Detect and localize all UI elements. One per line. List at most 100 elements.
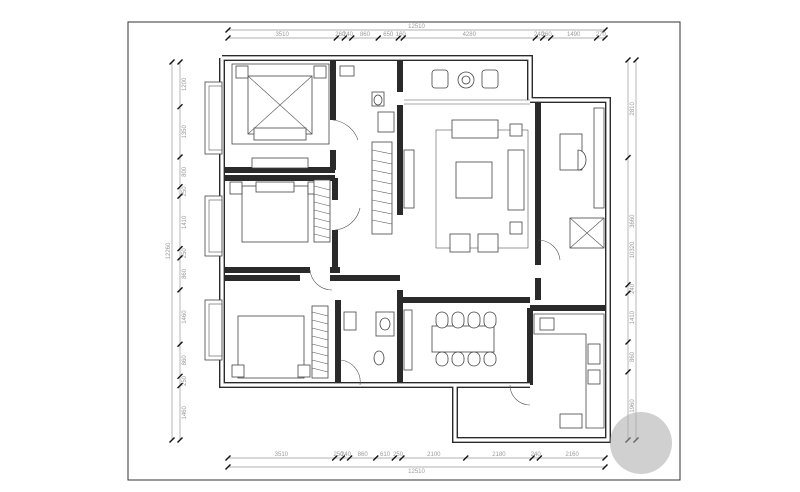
dimension-label: 1490 [567, 32, 581, 38]
dimension-label: 1960 [630, 399, 636, 413]
watermark-logo [610, 412, 672, 474]
dimension-tick [225, 464, 231, 470]
dimension-total: 12510 [408, 24, 425, 30]
dimension-tick [346, 455, 353, 461]
dimension-label: 250 [182, 375, 188, 386]
master-bedroom [231, 63, 359, 169]
dimension-tick [602, 455, 608, 461]
dimension-label: 610 [380, 452, 391, 458]
kitchen [509, 313, 605, 429]
dimension-label: 2100 [427, 452, 441, 458]
dimension-tick [331, 455, 338, 461]
dimension-tick [341, 35, 348, 41]
dimension-label: 3510 [275, 452, 289, 458]
dimension-tick [169, 437, 175, 443]
dimension-tick [177, 373, 183, 380]
balcony-furniture [404, 69, 530, 105]
dimension-tick [462, 455, 469, 461]
dimension-tick [225, 455, 231, 461]
dimension-tick [547, 35, 554, 41]
dimension-tick [625, 154, 631, 161]
dimension-tick [400, 35, 407, 41]
dimension-label: 4280 [463, 32, 477, 38]
dimension-label: 860 [358, 452, 369, 458]
dimension-label: 240 [630, 283, 636, 294]
dimension-tick [177, 341, 183, 348]
dimension-tick [602, 464, 608, 470]
dimension-tick [177, 382, 183, 389]
dimension-tick [177, 254, 183, 261]
dimension-label: 1410 [630, 310, 636, 324]
dimension-tick [375, 35, 382, 41]
dimension-tick [602, 35, 608, 41]
dimension-label: 260 [542, 32, 553, 38]
dimension-tick [177, 183, 183, 190]
dimension-tick [625, 339, 631, 346]
living-room [403, 119, 529, 253]
dimension-tick [169, 59, 175, 65]
dimension-tick [593, 35, 600, 41]
third-bedroom [231, 269, 333, 379]
dimension-label: 2160 [565, 452, 579, 458]
dimension-label: 860 [182, 355, 188, 366]
dimension-label: 1460 [182, 405, 188, 419]
bathroom-2 [339, 311, 395, 386]
dimension-tick [177, 153, 183, 160]
dimension-tick [633, 57, 639, 63]
dimension-label: 250 [182, 186, 188, 197]
dimension-tick [348, 35, 355, 41]
drawing-frame [127, 21, 681, 481]
dimension-label: 1410 [182, 215, 188, 229]
dimension-tick [225, 35, 231, 41]
dimension-tick [225, 27, 231, 33]
dimension-label: 260 [335, 32, 346, 38]
dimension-tick [177, 245, 183, 252]
dimension-tick [177, 59, 183, 65]
dimension-tick [333, 35, 340, 41]
dimension-label: 2810 [630, 101, 636, 115]
dimension-tick [536, 455, 543, 461]
dimension-label: 240 [343, 32, 354, 38]
dimension-label: 2180 [492, 452, 506, 458]
dimension-tick [532, 35, 539, 41]
dimension-label: 1200 [182, 77, 188, 91]
dimension-label: 860 [360, 32, 371, 38]
dimension-label: 240 [341, 452, 352, 458]
walls [219, 55, 611, 443]
dimension-total: 12260 [166, 242, 172, 259]
dimension-label: 650 [383, 32, 394, 38]
dimension-tick [391, 455, 398, 461]
dimension-label: 240 [534, 32, 545, 38]
dimension-tick [529, 455, 536, 461]
dimension-label: 240 [531, 452, 542, 458]
dimension-label: 250 [393, 452, 404, 458]
dimension-label: 3660 [630, 214, 636, 228]
dining-area [403, 309, 497, 371]
study-room [537, 107, 605, 261]
dimension-tick [372, 455, 379, 461]
dimension-label: 860 [182, 268, 188, 279]
dimension-label: 1460 [182, 310, 188, 324]
dimension-tick [339, 455, 346, 461]
dimension-label: 250 [334, 452, 345, 458]
dimension-tick [625, 281, 631, 288]
bathroom-1 [339, 65, 395, 235]
dimension-label: 800 [182, 166, 188, 177]
dimension-tick [177, 103, 183, 110]
dimension-tick [625, 57, 631, 63]
dimension-label: 860 [630, 351, 636, 362]
dimension-tick [398, 455, 405, 461]
dimension-label: 160 [396, 32, 407, 38]
dimension-tick [177, 193, 183, 200]
window-bays [204, 81, 223, 361]
second-bedroom [229, 179, 361, 243]
dimension-tick [539, 35, 546, 41]
dimension-tick [602, 27, 608, 33]
dimension-tick [395, 35, 402, 41]
dimension-tick [177, 437, 183, 443]
dimension-total: 12510 [408, 469, 425, 475]
dimension-label: 1350 [182, 124, 188, 138]
dimension-label: 3510 [275, 32, 289, 38]
dimension-label: 270 [596, 32, 607, 38]
